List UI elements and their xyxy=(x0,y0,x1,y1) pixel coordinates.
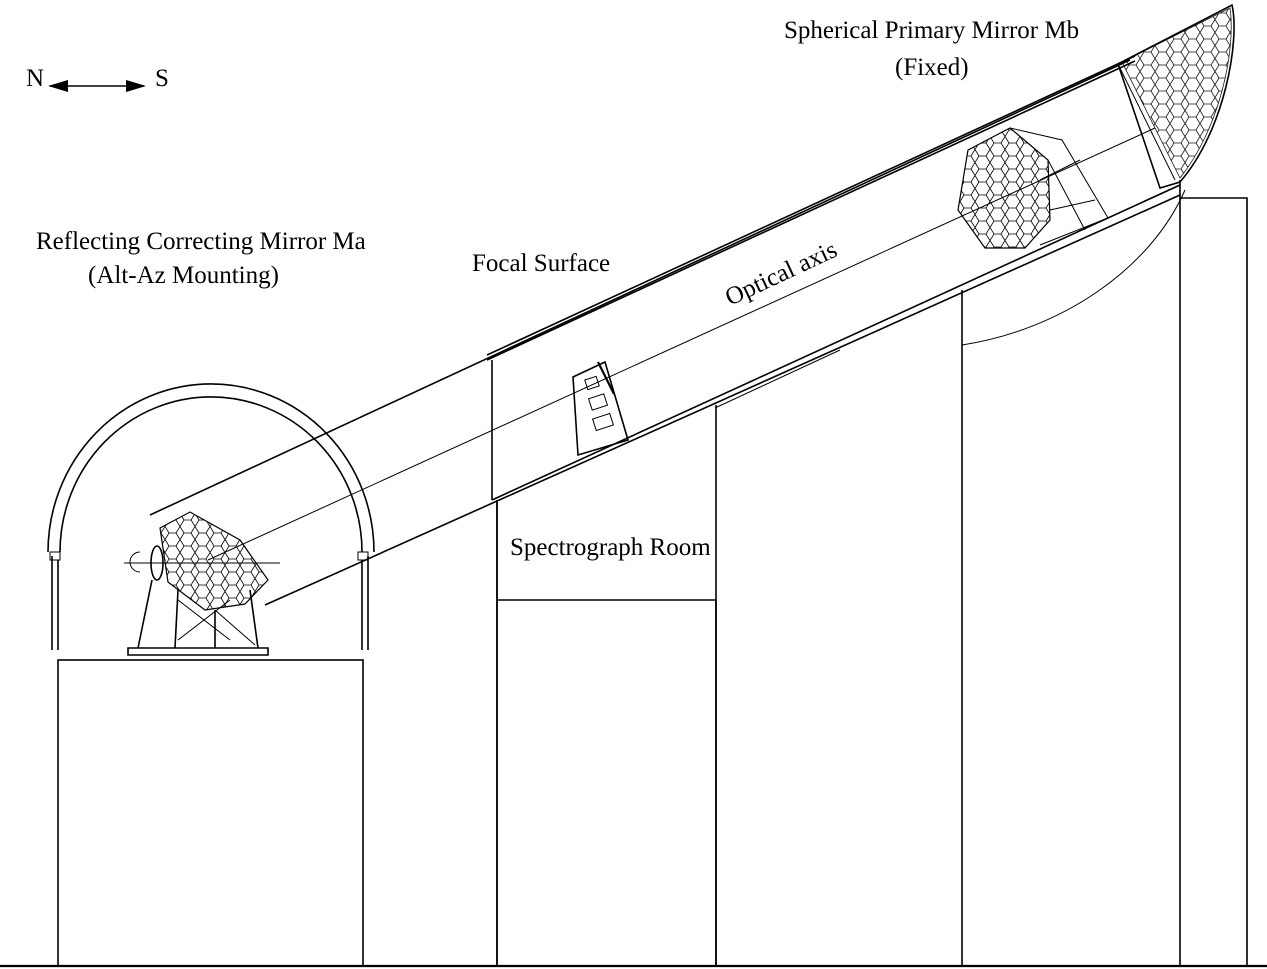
spectrograph-room-label: Spectrograph Room xyxy=(510,534,711,561)
primary-mirror-building xyxy=(1180,197,1248,966)
compass xyxy=(48,80,146,92)
correcting-mirror-label: Reflecting Correcting Mirror Ma xyxy=(36,228,366,255)
correcting-mirror xyxy=(124,511,280,656)
hex-mirror-segment xyxy=(957,127,1109,249)
compass-south-label: S xyxy=(155,65,169,92)
buildings xyxy=(57,180,1248,967)
primary-mirror-sublabel: (Fixed) xyxy=(895,54,969,81)
focal-plane-assembly xyxy=(572,360,629,457)
correcting-mirror-building xyxy=(57,659,364,967)
light-tube xyxy=(149,55,1186,606)
correcting-mirror-sublabel: (Alt-Az Mounting) xyxy=(88,262,279,289)
hexagonal-mirror-icon xyxy=(1121,7,1232,179)
primary-mirror xyxy=(1117,3,1235,189)
hexagonal-mirror-icon xyxy=(159,511,269,611)
primary-mirror-label: Spherical Primary Mirror Mb xyxy=(784,17,1079,44)
optical-axis-label: Optical axis xyxy=(721,236,841,311)
dome xyxy=(47,383,375,650)
spectrograph-building xyxy=(496,500,717,966)
compass-north-label: N xyxy=(26,65,44,92)
focal-surface-label: Focal Surface xyxy=(472,250,610,277)
